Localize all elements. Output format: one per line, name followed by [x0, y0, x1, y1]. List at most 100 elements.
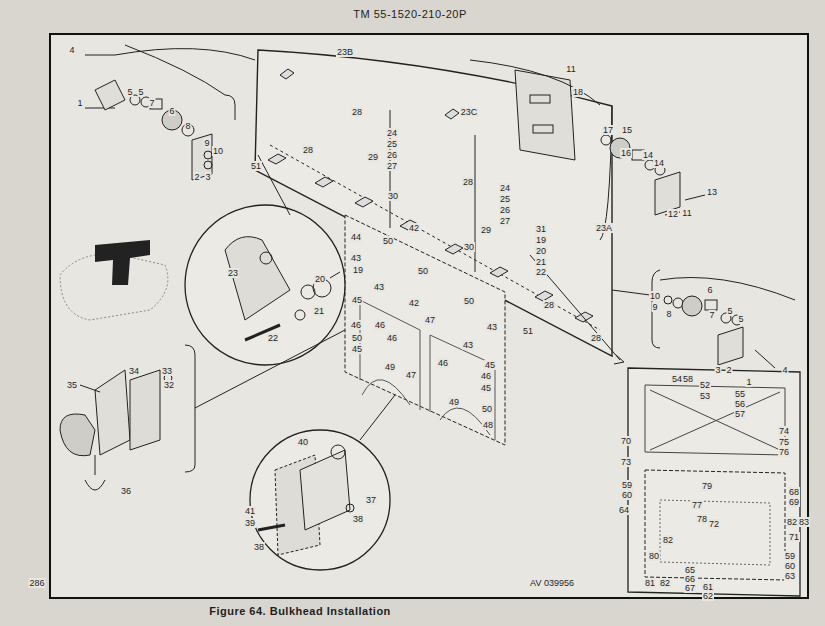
callout-number: 3: [714, 365, 721, 375]
callout-number: 42: [408, 298, 420, 308]
callout-number: 3: [204, 172, 211, 182]
callout-number: 28: [590, 333, 602, 343]
callout-number: 50: [481, 404, 493, 414]
callout-number: 38: [352, 514, 364, 524]
callout-number: 14: [653, 158, 665, 168]
callout-number: 41: [244, 506, 256, 516]
callout-number: 6: [168, 106, 175, 116]
callout-number: 5: [737, 314, 744, 324]
callout-number: 1: [76, 98, 83, 108]
callout-number: 46: [386, 333, 398, 343]
callout-number: 30: [387, 191, 399, 201]
callout-number: 70: [620, 436, 632, 446]
callout-number: 81: [644, 578, 656, 588]
callout-number: 26: [499, 205, 511, 215]
callout-number: 47: [424, 315, 436, 325]
drawing-number: AV 039956: [529, 578, 575, 588]
callout-number: 7: [148, 98, 155, 108]
callout-number: 27: [499, 216, 511, 226]
callout-number: 58: [682, 374, 694, 384]
callout-number: 24: [499, 183, 511, 193]
callout-number: 15: [621, 125, 633, 135]
callout-number: 22: [535, 267, 547, 277]
callout-number: 29: [480, 225, 492, 235]
callout-number: 74: [778, 426, 790, 436]
callout-number: 22: [267, 333, 279, 343]
callout-number: 9: [651, 302, 658, 312]
callout-number: 5: [137, 87, 144, 97]
callout-number: 12: [667, 209, 679, 219]
callout-number: 20: [535, 246, 547, 256]
callout-number: 21: [313, 306, 325, 316]
callout-number: 36: [120, 486, 132, 496]
callout-number: 43: [486, 322, 498, 332]
callout-number: 76: [778, 447, 790, 457]
callout-number: 63: [784, 571, 796, 581]
callout-number: 37: [365, 495, 377, 505]
callout-number: 10: [649, 291, 661, 301]
document-number: TM 55-1520-210-20P: [353, 8, 467, 20]
callout-number: 43: [373, 282, 385, 292]
callout-number: 59: [621, 480, 633, 490]
callout-number: 69: [788, 497, 800, 507]
callout-number: 33: [161, 366, 173, 376]
callout-number: 45: [351, 344, 363, 354]
callout-number: 27: [386, 161, 398, 171]
callout-number: 32: [163, 380, 175, 390]
callout-number: 29: [367, 152, 379, 162]
callout-number: 30: [463, 242, 475, 252]
callout-number: 11: [565, 64, 576, 74]
callout-number: 4: [68, 45, 75, 55]
callout-number: 51: [522, 326, 534, 336]
callout-number: 19: [352, 265, 364, 275]
callout-number: 34: [128, 366, 140, 376]
callout-number: 78: [696, 514, 708, 524]
callout-number: 45: [484, 360, 496, 370]
callout-number: 46: [350, 320, 362, 330]
callout-number: 45: [351, 295, 363, 305]
callout-number: 79: [701, 481, 713, 491]
callout-number: 6: [706, 285, 713, 295]
callout-number: 23C: [460, 107, 479, 117]
callout-number: 44: [350, 232, 362, 242]
callout-number: 7: [708, 310, 715, 320]
callout-number: 64: [618, 505, 630, 515]
callout-number: 28: [351, 107, 363, 117]
callout-number: 75: [778, 437, 790, 447]
callout-number: 13: [706, 187, 718, 197]
page-number: 286: [28, 578, 45, 588]
callout-number: 5: [726, 306, 733, 316]
callout-number: 55: [734, 389, 746, 399]
callout-number: 39: [244, 518, 256, 528]
callout-number: 82: [659, 578, 671, 588]
callout-number: 43: [462, 340, 474, 350]
callout-number: 35: [66, 380, 78, 390]
callout-number: 83: [798, 517, 810, 527]
callout-number: 2: [193, 172, 200, 182]
callout-number: 43: [350, 253, 362, 263]
callout-number: 25: [386, 139, 398, 149]
callout-number: 67: [684, 583, 696, 593]
callout-number: 31: [535, 224, 547, 234]
callout-number: 52: [699, 380, 711, 390]
callout-number: 62: [702, 591, 714, 601]
callout-number: 9: [203, 138, 210, 148]
callout-number: 46: [480, 371, 492, 381]
callout-number: 10: [212, 146, 224, 156]
callout-number: 23: [227, 268, 239, 278]
callout-number: 20: [314, 274, 326, 284]
callout-number: 49: [384, 362, 396, 372]
callout-number: 50: [463, 296, 475, 306]
callout-number: 60: [621, 490, 633, 500]
callout-number: 23B: [336, 47, 354, 57]
callout-number: 28: [302, 145, 314, 155]
callout-number: 56: [734, 399, 746, 409]
callout-number: 46: [437, 358, 449, 368]
callout-number: 47: [405, 370, 417, 380]
callout-number: 23A: [595, 223, 613, 233]
callout-number: 21: [535, 257, 547, 267]
callout-number: 51: [250, 161, 262, 171]
callout-number: 2: [725, 365, 732, 375]
callout-number: 46: [374, 320, 386, 330]
